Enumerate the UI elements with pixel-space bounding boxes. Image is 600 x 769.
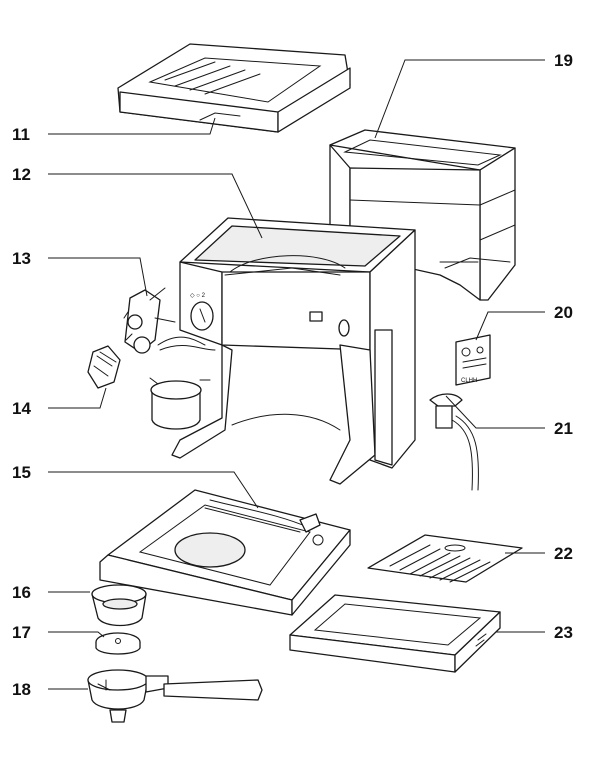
part-boiler-cup bbox=[149, 377, 211, 430]
callout-16: 16 bbox=[12, 583, 31, 602]
leader-14 bbox=[48, 387, 107, 409]
callout-12: 12 bbox=[12, 165, 31, 184]
leader-17 bbox=[48, 631, 105, 638]
part-filter-basket bbox=[91, 584, 147, 627]
part-base-tray bbox=[99, 489, 351, 616]
callout-21: 21 bbox=[554, 419, 573, 438]
callout-19: 19 bbox=[554, 51, 573, 70]
part-steam-wand bbox=[429, 393, 479, 491]
leader-21 bbox=[445, 395, 545, 429]
leader-13 bbox=[48, 257, 148, 297]
leader-19 bbox=[374, 59, 545, 139]
part-filter-disc bbox=[95, 632, 141, 655]
part-lid-cover bbox=[117, 43, 351, 133]
part-knob bbox=[87, 345, 121, 389]
callout-18: 18 bbox=[12, 680, 31, 699]
callout-22: 22 bbox=[554, 544, 573, 563]
callout-17: 17 bbox=[12, 623, 31, 642]
leader-15 bbox=[48, 471, 259, 509]
leader-20 bbox=[475, 311, 545, 341]
panel-text: CLHH bbox=[461, 378, 477, 384]
callout-14: 14 bbox=[12, 399, 31, 418]
leader-12 bbox=[48, 173, 263, 239]
callout-23: 23 bbox=[554, 623, 573, 642]
part-switch-assembly bbox=[123, 287, 216, 354]
part-drip-tray bbox=[289, 594, 501, 673]
svg-text:◇ ○ 2: ◇ ○ 2 bbox=[190, 293, 206, 299]
part-water-tank bbox=[329, 129, 516, 301]
leader-11 bbox=[48, 117, 216, 135]
part-portafilter bbox=[87, 669, 263, 723]
part-main-body: ◇ ○ 2 bbox=[171, 217, 416, 485]
callout-15: 15 bbox=[12, 463, 31, 482]
callout-numbers: 11 12 13 14 15 16 17 18 19 20 21 22 23 bbox=[12, 51, 573, 699]
part-switch-plate: CLHH bbox=[455, 334, 491, 386]
callout-20: 20 bbox=[554, 303, 573, 322]
leader-lines bbox=[48, 59, 545, 690]
callout-13: 13 bbox=[12, 249, 31, 268]
callout-11: 11 bbox=[12, 125, 30, 144]
part-drip-grate bbox=[367, 534, 523, 583]
